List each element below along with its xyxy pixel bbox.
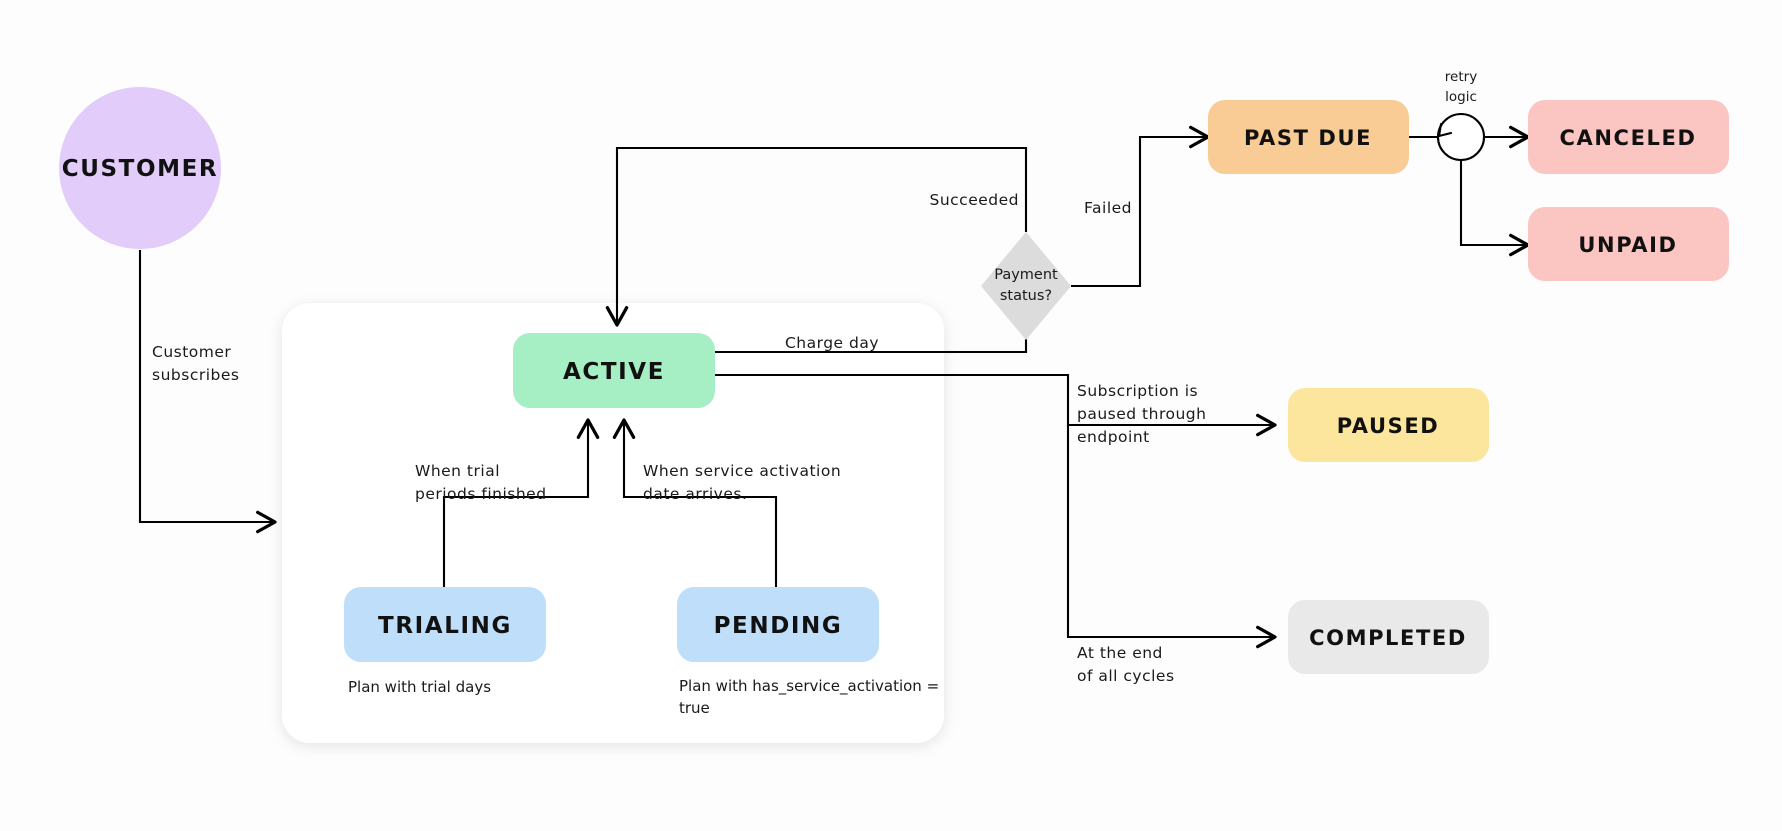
label-completed-line2: of all cycles xyxy=(1077,667,1175,685)
node-customer-label: CUSTOMER xyxy=(62,156,218,182)
edge-pending-to-active xyxy=(612,418,778,587)
node-customer[interactable] xyxy=(59,87,221,249)
node-trialing[interactable] xyxy=(344,587,546,662)
node-canceled-label: CANCELED xyxy=(1560,126,1697,150)
node-canceled[interactable] xyxy=(1528,100,1729,174)
edge-failed-to-past-due xyxy=(1071,125,1210,288)
edge-active-to-completed xyxy=(1066,425,1277,649)
retry-logic-label-line2: logic xyxy=(1445,89,1477,105)
retry-loop-arrowhead-icon xyxy=(1437,122,1453,138)
node-unpaid-label: UNPAID xyxy=(1578,233,1677,257)
node-paused[interactable] xyxy=(1288,388,1489,462)
label-trial-finished-line2: periods finished xyxy=(415,485,547,503)
label-completed-line1: At the end xyxy=(1077,644,1163,662)
payment-status-label-line2: status? xyxy=(1000,288,1052,304)
label-succeeded: Succeeded xyxy=(930,191,1020,209)
edge-customer-to-panel xyxy=(138,250,277,534)
edge-retry-to-unpaid xyxy=(1459,160,1530,257)
node-pending[interactable] xyxy=(677,587,879,662)
node-past-due[interactable] xyxy=(1208,100,1409,174)
node-completed[interactable] xyxy=(1288,600,1489,674)
label-charge-day: Charge day xyxy=(785,334,879,352)
node-active[interactable] xyxy=(513,333,715,408)
label-service-activation-line2: date arrives. xyxy=(643,485,747,503)
retry-logic-junction-icon xyxy=(1436,112,1486,162)
label-failed: Failed xyxy=(1084,199,1132,217)
edge-trialing-to-active xyxy=(442,418,600,587)
node-active-label: ACTIVE xyxy=(563,359,665,385)
label-customer-subscribes-line1: Customer xyxy=(152,343,231,361)
label-service-activation-line1: When service activation xyxy=(643,462,841,480)
node-pending-label: PENDING xyxy=(714,613,843,639)
edge-active-to-paused xyxy=(715,373,1277,437)
label-customer-subscribes-line2: subscribes xyxy=(152,366,239,384)
node-trialing-label: TRIALING xyxy=(378,613,512,639)
node-completed-label: COMPLETED xyxy=(1309,626,1467,650)
node-payment-status-decision[interactable] xyxy=(981,232,1071,340)
node-unpaid[interactable] xyxy=(1528,207,1729,281)
node-paused-label: PAUSED xyxy=(1337,414,1440,438)
caption-trialing-note: Plan with trial days xyxy=(348,678,491,696)
label-trial-finished-line1: When trial xyxy=(415,462,500,480)
caption-pending-note-line2: true xyxy=(679,699,710,717)
label-paused-line3: endpoint xyxy=(1077,428,1150,446)
node-past-due-label: PAST DUE xyxy=(1244,126,1372,150)
label-paused-line2: paused through xyxy=(1077,405,1206,423)
edge-succeeded-to-active xyxy=(605,146,1028,327)
caption-pending-note-line1: Plan with has_service_activation = xyxy=(679,677,939,696)
payment-status-label-line1: Payment xyxy=(994,267,1058,283)
label-paused-line1: Subscription is xyxy=(1077,382,1198,400)
retry-logic-label-line1: retry xyxy=(1445,69,1477,85)
